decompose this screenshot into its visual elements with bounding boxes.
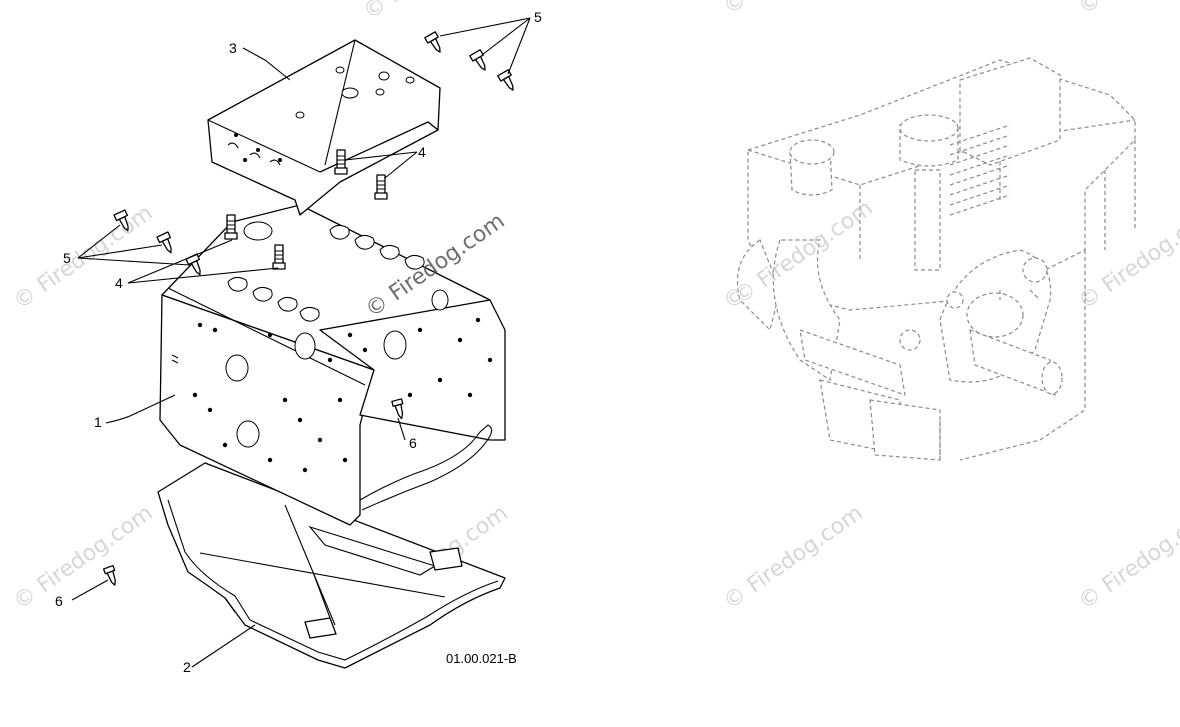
- screw-icon: [497, 69, 514, 91]
- watermark: © Firedog.com: [1074, 501, 1180, 615]
- callout-3: 3: [229, 40, 237, 56]
- callout-6: 6: [55, 593, 63, 609]
- callout-5: 5: [534, 9, 542, 25]
- callout-5: 5: [63, 250, 71, 266]
- front-face-holes: [192, 322, 348, 473]
- drawing-code: 01.00.021-B: [446, 651, 517, 666]
- stud-icon: [374, 174, 388, 200]
- studs: [224, 149, 388, 270]
- stud-icon: [224, 214, 238, 240]
- watermark: © Firedog.com: [359, 0, 507, 25]
- watermark: © Firedog.com: [719, 501, 867, 615]
- screw-icon: [391, 398, 404, 420]
- screw-icon: [113, 209, 129, 232]
- watermark: © Firedog.com: [719, 0, 867, 20]
- screw-icon: [469, 49, 486, 71]
- watermark: © Firedog.com: [1074, 201, 1180, 315]
- leader-lines: [71, 17, 531, 668]
- watermark: © Firedog.com: [9, 201, 157, 315]
- callout-6: 6: [409, 435, 417, 451]
- stud-icon: [272, 244, 286, 270]
- screw-icon: [156, 231, 172, 254]
- callout-2: 2: [183, 659, 191, 675]
- watermark: © Firedog.com: [1074, 0, 1180, 20]
- part-1-chassis: [159, 204, 506, 526]
- screw-icon: [102, 564, 116, 586]
- screw-icon: [185, 253, 201, 276]
- right-face-holes: [347, 289, 493, 398]
- watermark: © Firedog.com: [9, 501, 157, 615]
- top-slots: [227, 221, 425, 322]
- engine-phantom: [736, 57, 1136, 461]
- part-2-bottom-pan: [157, 462, 506, 669]
- callout-1: 1: [94, 414, 102, 430]
- stud-icon: [334, 149, 348, 175]
- screw-icon: [424, 31, 441, 53]
- callout-4: 4: [115, 275, 123, 291]
- screws: [102, 31, 514, 586]
- callout-4: 4: [418, 144, 426, 160]
- callouts: 3 5 4 5 4 1 6 6 2: [55, 9, 542, 675]
- part-3-top-cover: [207, 39, 441, 216]
